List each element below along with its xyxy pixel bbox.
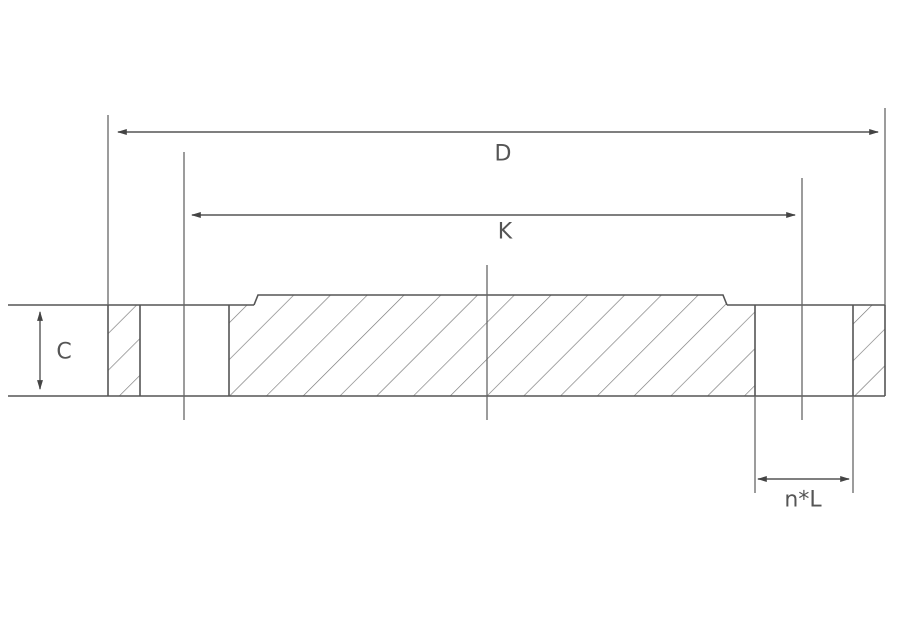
section-outlines (8, 294, 886, 397)
left-ring-section (108, 305, 140, 396)
right-ring-section (853, 305, 885, 396)
dimension-label-C: C (56, 339, 72, 365)
dimension-label-D: D (494, 141, 512, 167)
dimension-label-K: K (497, 219, 513, 245)
dimension-label-nL: n*L (784, 487, 822, 513)
hatched-sections (108, 295, 885, 396)
dimension-lines (37, 129, 879, 482)
center-body-section (229, 295, 755, 396)
extension-lines (107, 108, 886, 493)
